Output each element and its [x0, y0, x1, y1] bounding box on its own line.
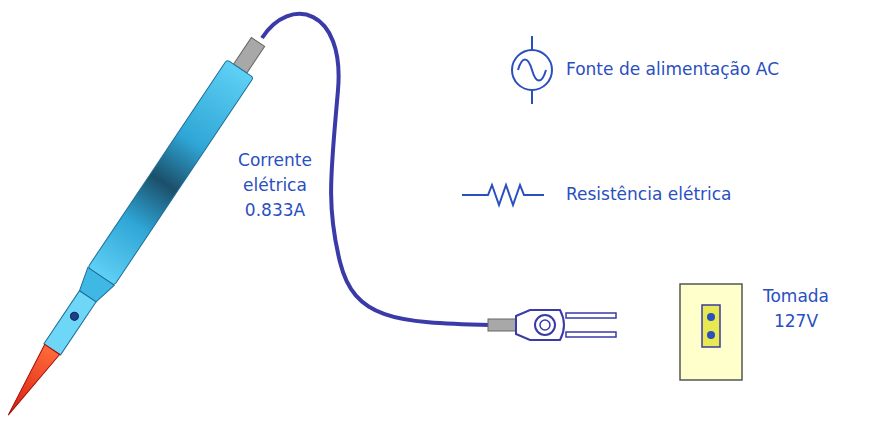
resistor-symbol [462, 185, 544, 205]
outlet-label: Tomada 127V [756, 284, 836, 334]
plug [488, 310, 616, 340]
legend-text: Resistência elétrica [566, 182, 732, 207]
ac-source-symbol [512, 36, 552, 104]
legend-text: Fonte de alimentação AC [566, 57, 779, 82]
soldering-iron [0, 33, 271, 424]
wall-outlet [680, 284, 742, 380]
current-value: 0.833A [225, 198, 325, 223]
current-label: Corrente elétrica [225, 148, 325, 198]
